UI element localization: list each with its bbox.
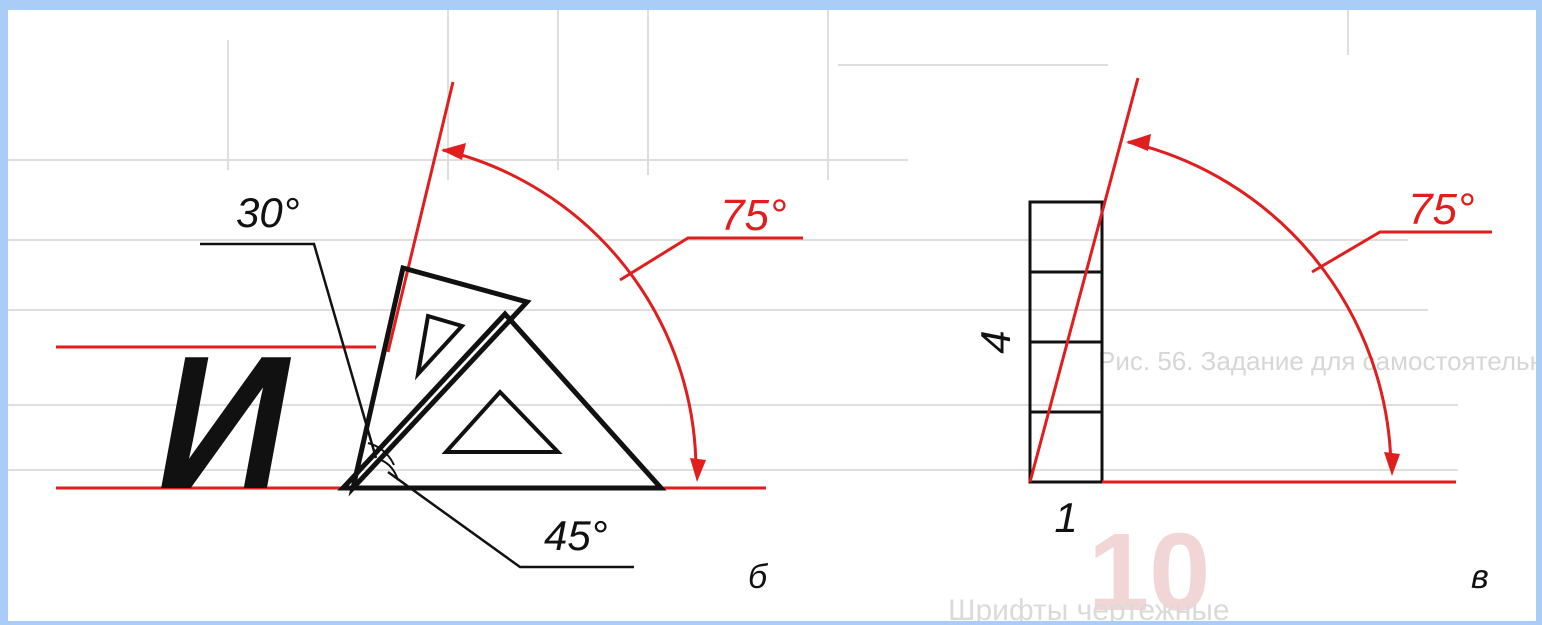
background-big-number: 10 [1088, 511, 1210, 621]
b-45-leader [387, 470, 634, 569]
background-caption: Рис. 56. Задание для самостоятельной раб… [1098, 346, 1536, 376]
background-ghost [8, 10, 1458, 471]
b-triangle-45 [337, 310, 667, 491]
c-75-label: 75° [1408, 185, 1475, 234]
paper-frame: Рис. 56. Задание для самостоятельной раб… [8, 10, 1536, 621]
c-vertical-units-label: 4 [972, 330, 1019, 353]
c-angle-arc [1127, 140, 1393, 467]
b-75-leader [619, 236, 803, 282]
b-triangle-45-hole [441, 389, 563, 454]
background-subtitle: Шрифты чертежные [948, 594, 1230, 621]
b-arc-arrow-top [441, 143, 466, 160]
b-75-ray [386, 81, 455, 353]
b-45-label: 45° [544, 512, 608, 559]
b-30-label: 30° [236, 189, 300, 236]
c-arc-arrow-bottom [1384, 452, 1400, 476]
diagram-c: 75° 4 1 в [972, 77, 1492, 596]
c-arc-arrow-top [1126, 134, 1151, 151]
b-30-leader [200, 242, 378, 459]
b-letter: И [158, 317, 291, 529]
b-triangle-30-hole [414, 313, 466, 381]
b-triangle-30 [348, 264, 532, 497]
c-75-leader [1311, 230, 1492, 274]
c-75-ray [1028, 77, 1140, 483]
b-panel-label: б [748, 558, 769, 596]
b-angle-arc [442, 148, 698, 473]
diagram-b: 75° И 30° 45° б [56, 81, 803, 596]
b-arc-arrow-bottom [690, 458, 706, 482]
c-panel-label: в [1471, 558, 1489, 596]
c-horizontal-units-label: 1 [1054, 494, 1077, 541]
b-75-label: 75° [720, 191, 787, 240]
drawing-canvas: Рис. 56. Задание для самостоятельной раб… [8, 10, 1536, 621]
